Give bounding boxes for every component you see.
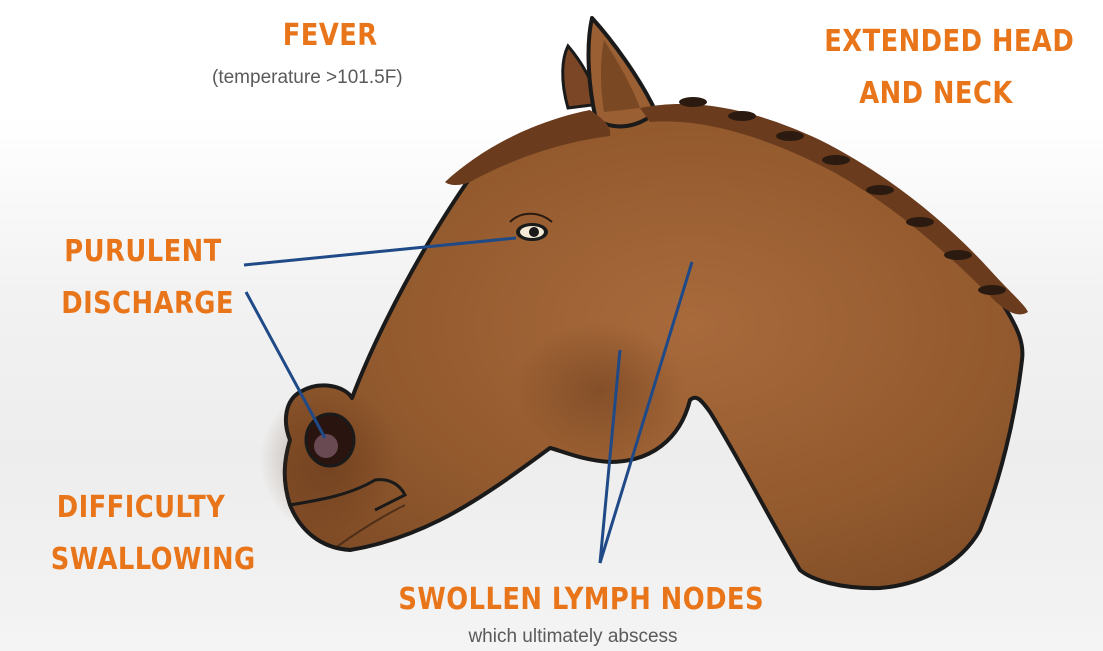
fever-label: FEVER	[283, 10, 378, 62]
difficulty-line-2: SWALLOWING	[51, 534, 232, 586]
purulent-discharge-label: PURULENT DISCHARGE	[61, 226, 224, 330]
extended-line-2: AND NECK	[824, 68, 1048, 120]
extended-line-1: EXTENDED HEAD	[824, 16, 1048, 68]
lymph-subtitle: which ultimately abscess	[438, 626, 708, 648]
swollen-lymph-nodes-label: SWOLLEN LYMPH NODES	[398, 574, 746, 626]
difficulty-swallowing-label: DIFFICULTY SWALLOWING	[51, 482, 232, 586]
extended-head-neck-label: EXTENDED HEAD AND NECK	[824, 16, 1048, 120]
difficulty-line-1: DIFFICULTY	[51, 482, 232, 534]
fever-subtitle: (temperature >101.5F)	[212, 67, 403, 89]
purulent-line-1: PURULENT	[61, 226, 224, 278]
purulent-line-2: DISCHARGE	[61, 278, 224, 330]
